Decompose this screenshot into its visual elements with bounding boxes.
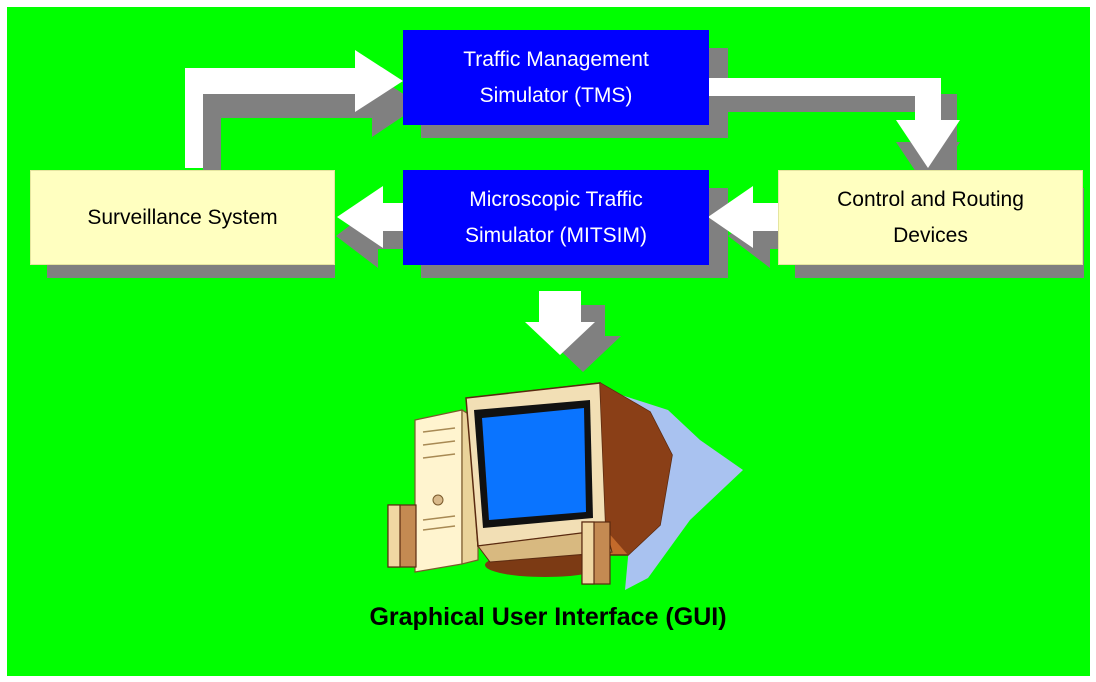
arrow-tms-to-control [705,78,960,168]
gui-caption: Graphical User Interface (GUI) [369,603,727,631]
arrow-mitsim-to-surveillance [337,186,403,248]
arrows [185,50,960,355]
node-control: Control and Routing Devices [778,170,1083,265]
node-tms: Traffic Management Simulator (TMS) [403,30,709,125]
arrow-mitsim-to-gui [525,291,595,355]
arrow-control-to-mitsim [708,186,778,248]
arrow-surveillance-to-tms [185,50,403,168]
computer-icon [387,382,743,590]
node-surveillance: Surveillance System [30,170,335,265]
node-mitsim: Microscopic Traffic Simulator (MITSIM) [403,170,709,265]
